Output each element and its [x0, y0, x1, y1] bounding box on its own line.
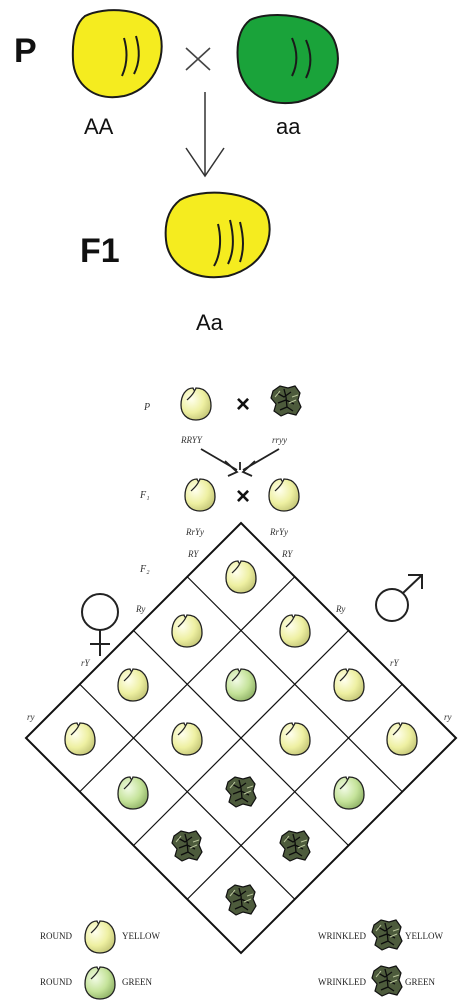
offspring-round-yellow [225, 560, 257, 594]
yellow-pea-parent [71, 9, 163, 99]
legend-round-label: ROUND [40, 931, 73, 941]
parent-rryy-cap: RRYY [180, 435, 203, 445]
f1-genotype-left: RrYy [185, 527, 204, 537]
generation-f1-label: F1 [80, 232, 120, 270]
offspring-wrinkled [225, 884, 257, 916]
f1-genotype-right: RrYy [269, 527, 288, 537]
offspring-round-green [333, 776, 365, 810]
legend-wrinkled-label: WRINKLED [318, 931, 366, 941]
dihybrid-cross-symbol-f1: × [236, 483, 250, 510]
dihybrid-cross: P × RRYY rryy F₁ × RrYy RrYy F₂ [24, 385, 458, 1000]
merge-arrow-icon [200, 448, 280, 477]
male-gamete-label: RY [281, 549, 293, 559]
yellow-pea-offspring [164, 191, 271, 279]
f1-seed-right [268, 478, 300, 512]
offspring-round-yellow [279, 614, 311, 648]
phenotype-legend: ROUND YELLOW ROUND GREEN WRINKLED YELLOW… [40, 919, 443, 1000]
legend-green-label: GREEN [405, 977, 435, 987]
legend-green-label: GREEN [122, 977, 152, 987]
dihybrid-p-label: P [143, 402, 150, 413]
legend-wrinkled-green-seed [371, 965, 403, 997]
parent-rryy-lower: rryy [272, 435, 287, 445]
male-gamete-label: ry [444, 712, 452, 722]
wrinkled-green-seed-parent [270, 385, 302, 417]
offspring-round-yellow [64, 722, 96, 756]
parent-green-genotype: aa [276, 114, 301, 139]
legend-round-label: ROUND [40, 977, 73, 987]
legend-wrinkled-label: WRINKLED [318, 977, 366, 987]
male-symbol-icon [375, 574, 423, 622]
legend-wrinkled-yellow-seed [371, 919, 403, 951]
monohybrid-cross: P AA aa F1 [14, 9, 339, 335]
legend-yellow-label: YELLOW [405, 931, 443, 941]
female-symbol-icon [81, 593, 119, 657]
female-gamete-label: Ry [135, 604, 145, 614]
parent-yellow-genotype: AA [84, 114, 114, 139]
offspring-round-yellow [171, 722, 203, 756]
dihybrid-f2-label: F₂ [139, 564, 150, 575]
offspring-wrinkled [171, 830, 203, 862]
legend-yellow-label: YELLOW [122, 931, 160, 941]
f1-seed-left [184, 478, 216, 512]
cross-symbol [185, 47, 211, 71]
dihybrid-cross-symbol-p: × [236, 391, 250, 418]
offspring-round-yellow [279, 722, 311, 756]
legend-round-yellow-seed [84, 920, 116, 954]
offspring-round-green [225, 668, 257, 702]
offspring-round-yellow [386, 722, 418, 756]
male-gamete-label: Ry [335, 604, 345, 614]
punnett-grid [24, 521, 458, 955]
male-gamete-label: rY [390, 658, 400, 668]
female-gamete-label: ry [27, 712, 35, 722]
legend-round-green-seed [84, 966, 116, 1000]
offspring-genotype: Aa [196, 310, 224, 335]
round-yellow-seed-parent [180, 387, 212, 421]
offspring-wrinkled [279, 830, 311, 862]
offspring-round-yellow [333, 668, 365, 702]
female-gamete-label: RY [187, 549, 199, 559]
generation-p-label: P [14, 32, 37, 70]
down-arrow-icon [185, 92, 225, 178]
green-pea-parent [236, 14, 339, 105]
offspring-round-yellow [171, 614, 203, 648]
dihybrid-f1-label: F₁ [139, 490, 150, 501]
female-gamete-label: rY [81, 658, 91, 668]
offspring-round-yellow [117, 668, 149, 702]
offspring-wrinkled [225, 776, 257, 808]
offspring-round-green [117, 776, 149, 810]
